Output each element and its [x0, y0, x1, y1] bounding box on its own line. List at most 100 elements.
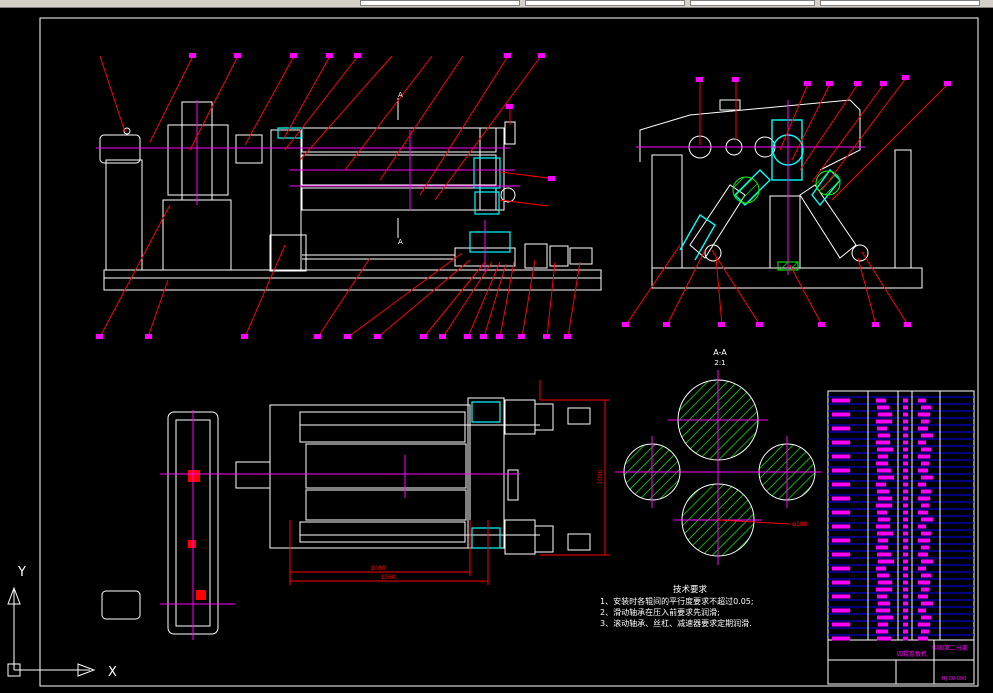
parts-list-cell — [921, 475, 933, 480]
parts-list-cell — [832, 580, 850, 585]
front-leaders — [99, 55, 581, 338]
toolbar-combo-lineweight[interactable] — [690, 0, 815, 6]
ucs-y-label: Y — [17, 565, 26, 580]
parts-list-cell — [876, 545, 888, 550]
parts-list-cell — [903, 531, 908, 536]
parts-list-cell — [921, 461, 929, 466]
parts-list-cell — [903, 524, 908, 529]
parts-list-cell — [876, 629, 888, 634]
parts-list-cell — [903, 608, 908, 613]
parts-list-cell — [832, 412, 850, 417]
parts-list-cell — [903, 398, 908, 403]
parts-list-cell — [832, 636, 850, 641]
parts-list-cell — [903, 489, 908, 494]
parts-list-cell — [832, 538, 850, 543]
section-cut-mark-top: A — [398, 91, 403, 99]
parts-list-cell — [877, 636, 891, 641]
tech-req-item-2: 2、滑动轴承在压入前要求先润滑; — [600, 608, 720, 617]
side-view — [639, 99, 923, 289]
parts-list-cell — [832, 510, 850, 515]
toolbar-combo-plotstyle[interactable] — [820, 0, 980, 6]
dimension-1260: 1260 — [380, 574, 395, 581]
parts-list-cell — [918, 398, 926, 403]
parts-list-cell — [918, 496, 930, 501]
cad-drawing-canvas[interactable]: A A — [0, 8, 993, 693]
parts-list-cell — [918, 538, 930, 543]
parts-list-cell — [921, 573, 931, 578]
parts-list-cell — [903, 587, 908, 592]
parts-list-cell — [876, 503, 892, 508]
top-dimensions — [289, 380, 610, 585]
parts-list-cell — [903, 412, 908, 417]
parts-list-cell — [921, 447, 931, 452]
parts-list-cell — [878, 412, 892, 417]
parts-list-cell — [918, 412, 930, 417]
title-drawing-no: HJ-00-000 — [942, 676, 967, 682]
parts-list-cell — [903, 517, 908, 522]
parts-list-cell — [921, 433, 933, 438]
parts-list-cell — [876, 524, 890, 529]
parts-list-cell — [877, 552, 891, 557]
parts-list-cell — [921, 531, 931, 536]
parts-list-cell — [921, 419, 929, 424]
section-a-a — [615, 370, 822, 565]
parts-list-cell — [832, 552, 850, 557]
parts-list-cell — [832, 608, 850, 613]
dimension-1090: 1090 — [597, 469, 604, 484]
parts-list-cell — [903, 594, 908, 599]
parts-list-cell — [878, 601, 890, 606]
parts-list-cell — [877, 447, 893, 452]
parts-list-cell — [921, 559, 933, 564]
parts-list-cell — [903, 566, 908, 571]
parts-list — [827, 390, 975, 685]
parts-list-cell — [876, 440, 890, 445]
parts-list-cell — [918, 440, 926, 445]
parts-list-cell — [921, 629, 929, 634]
parts-list-cell — [903, 454, 908, 459]
parts-list-cell — [903, 601, 908, 606]
parts-list-cell — [921, 489, 931, 494]
parts-list-cell — [903, 433, 908, 438]
parts-list-cell — [903, 496, 908, 501]
parts-list-cell — [903, 552, 908, 557]
parts-list-cell — [903, 468, 908, 473]
parts-list-cell — [832, 594, 850, 599]
toolbar-strip — [0, 0, 993, 8]
parts-list-cell — [918, 482, 926, 487]
title-designer: 中国第二分离 — [932, 644, 968, 652]
parts-list-cell — [921, 587, 929, 592]
section-cut-mark-bottom: A — [398, 238, 403, 246]
parts-list-cell — [877, 615, 893, 620]
parts-list-cell — [903, 510, 908, 515]
parts-list-cell — [918, 594, 928, 599]
parts-list-cell — [918, 468, 928, 473]
parts-list-cell — [832, 496, 850, 501]
side-leaders — [625, 77, 949, 326]
parts-list-cell — [832, 398, 850, 403]
parts-list-cell — [903, 545, 908, 550]
parts-list-cell — [832, 524, 850, 529]
parts-list-cell — [878, 559, 894, 564]
parts-list-cell — [903, 426, 908, 431]
toolbar-combo-linetype[interactable] — [525, 0, 685, 6]
parts-list-cell — [918, 580, 930, 585]
parts-list-cell — [918, 552, 928, 557]
parts-list-cell — [876, 398, 886, 403]
toolbar-combo-layer[interactable] — [360, 0, 520, 6]
top-view — [101, 397, 591, 635]
parts-list-cell — [876, 608, 890, 613]
parts-list-cell — [877, 468, 891, 473]
parts-list-cell — [918, 524, 926, 529]
section-scale: 2:1 — [714, 359, 725, 367]
parts-list-cell — [832, 454, 850, 459]
parts-list-cell — [877, 405, 889, 410]
tech-req-item-3: 3、滚动轴承、丝杠、减速器要求定期润滑. — [600, 619, 752, 628]
parts-list-cell — [878, 622, 888, 627]
front-view — [99, 98, 602, 291]
parts-list-cell — [878, 538, 888, 543]
parts-list-cell — [903, 447, 908, 452]
parts-list-cell — [921, 517, 933, 522]
dimension-diameter: φ180 — [792, 521, 808, 528]
parts-list-cell — [921, 503, 929, 508]
parts-list-cell — [878, 496, 892, 501]
